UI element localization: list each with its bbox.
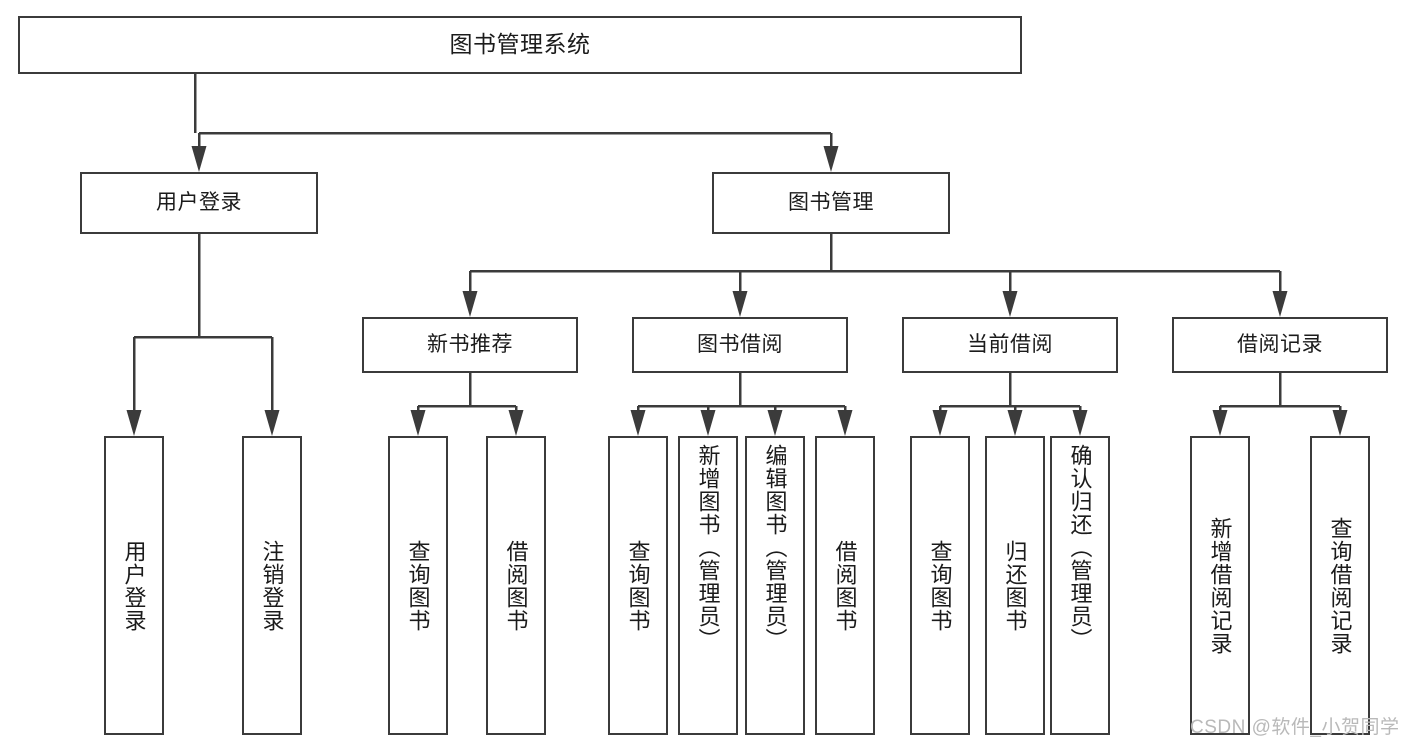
level3-node-2[interactable]: 当前借阅 [902, 317, 1118, 373]
csdn-watermark: CSDN @软件_小贺同学 [1190, 717, 1400, 738]
node-label: 用户登录 [156, 190, 242, 214]
node-label: 新增图书（管理员） [695, 444, 721, 651]
node-label: 归还图书 [1002, 539, 1028, 632]
node-label: 借阅图书 [503, 539, 529, 632]
node-label: 查询借阅记录 [1327, 516, 1353, 655]
leaf-node-5[interactable]: 新增图书（管理员） [678, 436, 738, 735]
leaf-node-12[interactable]: 查询借阅记录 [1310, 436, 1370, 735]
level3-node-0[interactable]: 新书推荐 [362, 317, 578, 373]
node-label: 图书管理系统 [449, 31, 591, 58]
leaf-node-2[interactable]: 查询图书 [388, 436, 448, 735]
leaf-node-7[interactable]: 借阅图书 [815, 436, 875, 735]
leaf-node-8[interactable]: 查询图书 [910, 436, 970, 735]
level3-node-3[interactable]: 借阅记录 [1172, 317, 1388, 373]
node-label: 借阅记录 [1237, 332, 1323, 356]
node-label: 查询图书 [625, 539, 651, 632]
leaf-node-3[interactable]: 借阅图书 [486, 436, 546, 735]
node-label: 查询图书 [405, 539, 431, 632]
node-label: 图书管理 [788, 190, 874, 214]
node-label: 当前借阅 [967, 332, 1053, 356]
level3-node-1[interactable]: 图书借阅 [632, 317, 848, 373]
node-label: 图书借阅 [697, 332, 783, 356]
leaf-node-0[interactable]: 用户登录 [104, 436, 164, 735]
node-label: 用户登录 [121, 539, 147, 632]
node-label: 编辑图书（管理员） [762, 444, 788, 651]
root-node-0[interactable]: 图书管理系统 [18, 16, 1022, 74]
leaf-node-4[interactable]: 查询图书 [608, 436, 668, 735]
node-label: 新增借阅记录 [1207, 516, 1233, 655]
leaf-node-11[interactable]: 新增借阅记录 [1190, 436, 1250, 735]
level2-node-0[interactable]: 用户登录 [80, 172, 318, 234]
leaf-node-6[interactable]: 编辑图书（管理员） [745, 436, 805, 735]
level2-node-1[interactable]: 图书管理 [712, 172, 950, 234]
node-label: 新书推荐 [427, 332, 513, 356]
node-label: 借阅图书 [832, 539, 858, 632]
leaf-node-10[interactable]: 确认归还（管理员） [1050, 436, 1110, 735]
node-label: 查询图书 [927, 539, 953, 632]
node-label: 确认归还（管理员） [1067, 444, 1093, 651]
node-label: 注销登录 [259, 539, 285, 632]
leaf-node-1[interactable]: 注销登录 [242, 436, 302, 735]
leaf-node-9[interactable]: 归还图书 [985, 436, 1045, 735]
